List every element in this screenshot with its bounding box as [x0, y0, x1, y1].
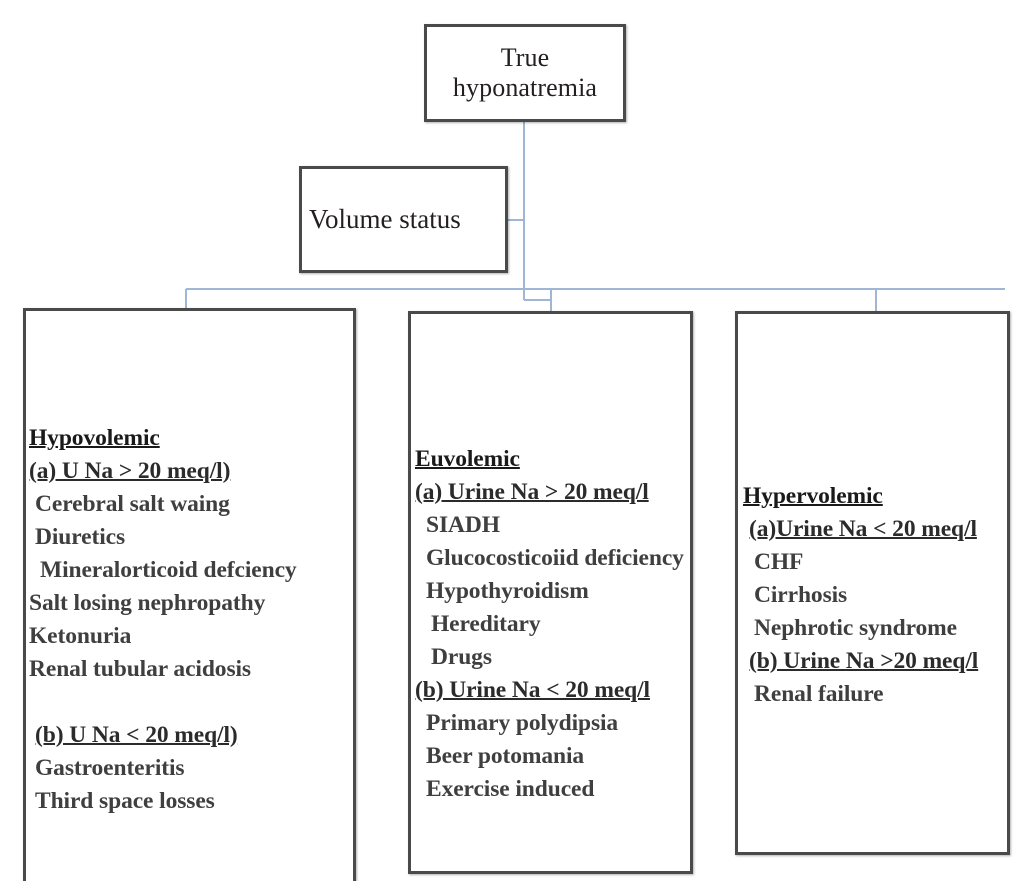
list-item: Third space losses: [35, 788, 215, 814]
list-item: Cerebral salt waing: [35, 491, 230, 517]
category-subheading: (a) U Na > 20 meq/l): [29, 458, 231, 484]
list-item: Renal tubular acidosis: [29, 656, 251, 682]
list-item: Drugs: [431, 644, 492, 670]
list-item: CHF: [754, 549, 804, 575]
list-item: Gastroenteritis: [35, 755, 185, 781]
list-item: Exercise induced: [426, 776, 595, 802]
list-item: Salt losing nephropathy: [29, 590, 266, 616]
node-true-hyponatremia-label: True hyponatremia: [452, 42, 598, 102]
category-subheading: (a)Urine Na < 20 meq/l: [749, 516, 977, 542]
list-item: Hypothyroidism: [426, 578, 589, 604]
list-item: Beer potomania: [426, 743, 585, 769]
node-hypovolemic: Hypovolemic (a) U Na > 20 meq/l) Cerebral …: [23, 308, 356, 881]
list-item: Glucocosticoiid deficiency: [426, 545, 684, 571]
list-item: Hereditary: [431, 611, 541, 637]
list-item: Cirrhosis: [754, 582, 848, 608]
list-item: Renal failure: [754, 681, 884, 707]
list-item: Mineralorticoid defciency: [40, 557, 297, 583]
node-true-hyponatremia: True hyponatremia: [424, 24, 626, 122]
category-heading: Hypervolemic: [743, 483, 883, 509]
blank-line: [29, 686, 353, 719]
hypovolemic-content: Hypovolemic (a) U Na > 20 meq/l) Cerebral …: [26, 422, 353, 818]
node-volume-status: Volume status: [299, 166, 508, 273]
connector-trunk-to-bus: [524, 289, 553, 302]
node-volume-status-label: Volume status: [309, 203, 461, 234]
category-subheading: (b) Urine Na < 20 meq/l: [415, 677, 650, 703]
list-item: Ketonuria: [29, 623, 132, 649]
category-heading: Euvolemic: [415, 446, 520, 472]
list-item: Primary polydipsia: [426, 710, 619, 736]
category-subheading: (a) Urine Na > 20 meq/l: [415, 479, 649, 505]
list-item: SIADH: [426, 512, 500, 538]
category-subheading: (b) Urine Na >20 meq/l: [749, 648, 979, 674]
list-item: Diuretics: [35, 524, 126, 550]
category-heading: Hypovolemic: [29, 425, 160, 451]
list-item: Nephrotic syndrome: [754, 615, 957, 641]
category-subheading: (b) U Na < 20 meq/l): [35, 722, 238, 748]
